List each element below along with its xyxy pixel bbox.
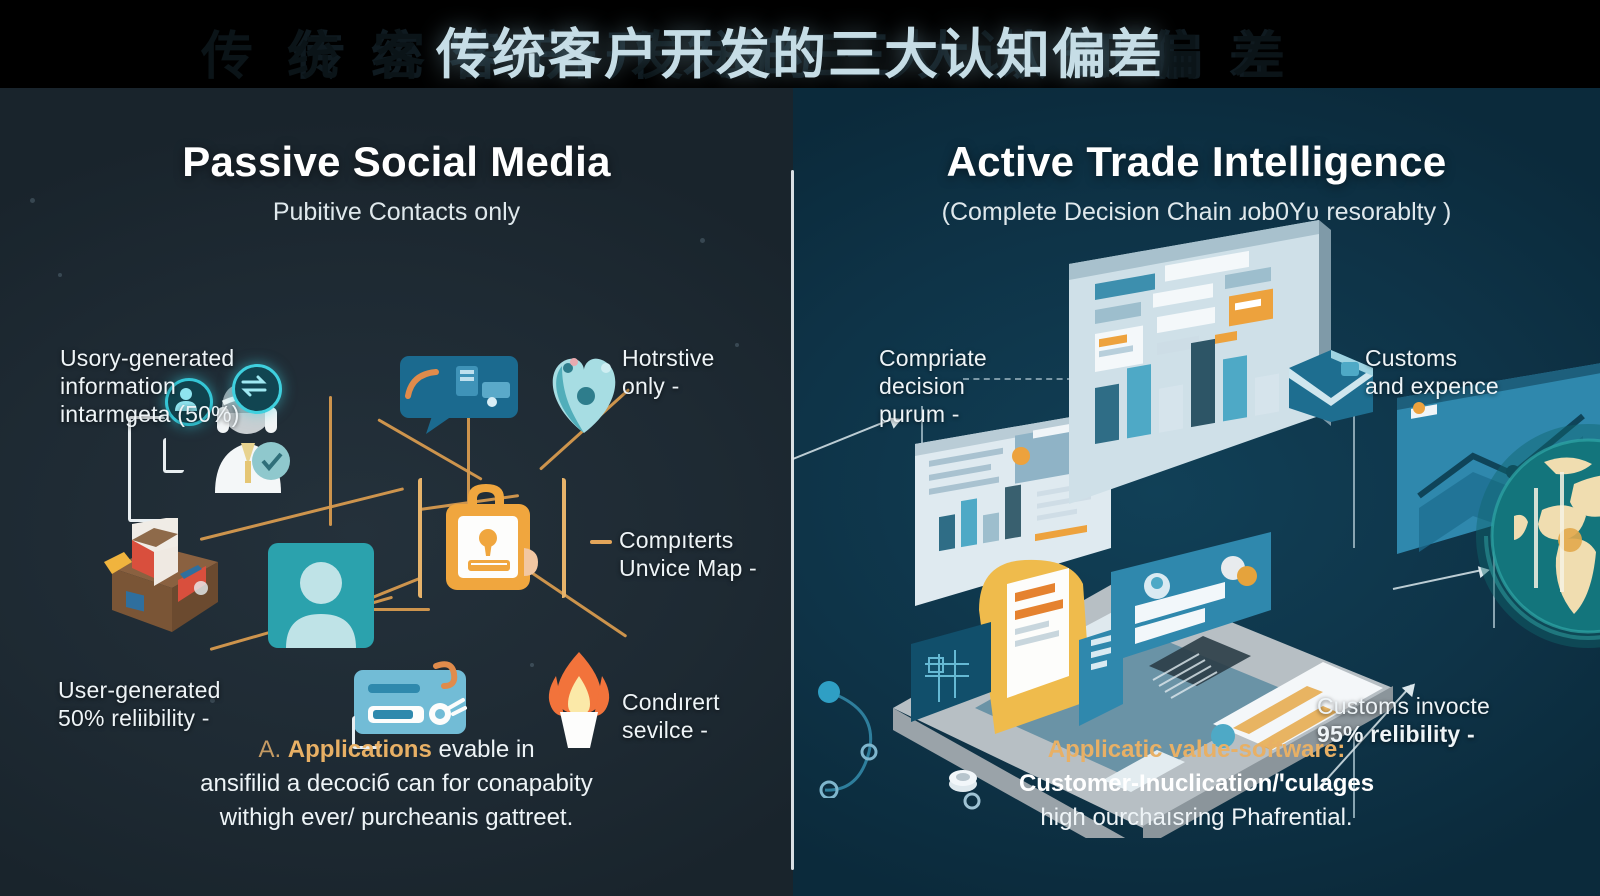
user-badge-icon bbox=[165, 378, 213, 426]
flow-arrow-line bbox=[793, 418, 891, 462]
caption-rest: evable in bbox=[438, 736, 535, 763]
label-line: decision bbox=[879, 373, 965, 400]
label-line: intarmgeta (50%) bbox=[60, 401, 240, 428]
label-line: Customs bbox=[1365, 345, 1458, 371]
exchange-badge-icon bbox=[232, 364, 282, 414]
left-panel-title: Passive Social Media bbox=[182, 138, 611, 185]
key-card-icon bbox=[348, 658, 478, 744]
caption-line-3: high ourchaısring Phafrential. bbox=[1040, 804, 1353, 832]
label-hotrstive-only: Hotrstive only - bbox=[622, 344, 782, 400]
label-line: only - bbox=[622, 373, 680, 400]
label-line: Unvice Map - bbox=[619, 555, 757, 582]
header-ghost-text-1: 传统客户开发的三大认知偏差 bbox=[292, 28, 1307, 86]
bg-speck bbox=[735, 343, 739, 347]
small-node-icon bbox=[959, 788, 985, 814]
flow-guide-line bbox=[1353, 388, 1355, 548]
caption-line-3: withigh ever/ purcheanis gattreet. bbox=[219, 804, 574, 832]
avatar-card-icon bbox=[268, 543, 374, 648]
card-bracket bbox=[352, 716, 381, 749]
heart-network-icon bbox=[540, 338, 628, 438]
label-line: information bbox=[60, 373, 176, 400]
caption-highlight: Applicatic value-software: bbox=[1047, 736, 1346, 763]
chat-panel-icon bbox=[1105, 528, 1325, 668]
label-line: User-generated bbox=[58, 677, 221, 703]
left-panel-subtitle: Pubitive Contacts only bbox=[272, 198, 521, 226]
header-ghost-text-2: 传统客户开发的三大认知偏差 bbox=[200, 28, 1319, 86]
caption-prefix: A. bbox=[258, 736, 282, 763]
puck-node-icon bbox=[943, 760, 983, 800]
label-compriate-decision-purum: Compriate decision purum - bbox=[879, 344, 1079, 428]
bg-speck bbox=[210, 698, 215, 703]
right-panel-title: Active Trade Intelligence bbox=[946, 138, 1447, 185]
label-condirert-sevilce: Condırert sevilce - bbox=[622, 688, 792, 744]
agent-bracket bbox=[128, 416, 165, 522]
caption-line-2: Customer-Inuclication/ꞌculages bbox=[1018, 770, 1375, 798]
label-line: and expence bbox=[1365, 373, 1499, 400]
right-panel-subtitle: (Complete Decision Chain ɹob0Yʋ resorabl… bbox=[941, 198, 1452, 226]
label-customs-invoice-reliability: Customs invocte 95% relibility - bbox=[1317, 692, 1567, 748]
label-line: sevilce - bbox=[622, 717, 709, 744]
flow-dashed-line bbox=[963, 378, 1073, 380]
mail-envelope-icon bbox=[1285, 346, 1377, 424]
left-panel: Passive Social Media Pubitive Contacts o… bbox=[0, 88, 793, 896]
caption-highlight: Applications bbox=[287, 736, 432, 763]
bg-speck bbox=[58, 273, 62, 277]
locked-briefcase-icon bbox=[432, 476, 544, 594]
bg-speck bbox=[530, 663, 534, 667]
label-dash-icon bbox=[590, 539, 612, 544]
label-line: purum - bbox=[879, 401, 960, 428]
bg-speck bbox=[30, 198, 35, 203]
label-line: Customs invocte bbox=[1317, 693, 1491, 719]
node-network-icon bbox=[813, 668, 933, 800]
right-panel-caption: Applicatic value-software: Customer-Inuc… bbox=[793, 733, 1600, 835]
chat-bubble-icon bbox=[398, 356, 520, 436]
right-panel: Active Trade Intelligence (Complete Deci… bbox=[793, 88, 1600, 896]
left-panel-caption: A. Applications evable in ansifilid a de… bbox=[0, 733, 793, 835]
label-user-generated-info: Usory-generated information intarmgeta (… bbox=[60, 344, 310, 428]
label-compiterts-unvice-map: Compıterts Unvice Map - bbox=[590, 526, 780, 582]
folder-document-icon bbox=[963, 550, 1153, 750]
page-title: 传统客户开发的三大认知偏差 bbox=[436, 25, 1164, 85]
label-line: Condırert bbox=[622, 689, 720, 715]
flow-guide-line bbox=[1353, 698, 1355, 818]
caption-line-2: ansifilid a decociб can for conapabity bbox=[200, 770, 593, 798]
label-line: Compriate bbox=[879, 345, 987, 371]
label-customs-and-expence: Customs and expence bbox=[1365, 344, 1585, 400]
header-bar: 传统客户开发的三大认知偏差 传统客户开发的三大认知偏差 传统客户开发的三大认知偏… bbox=[0, 0, 1600, 88]
cargo-crate-icon bbox=[98, 515, 238, 638]
briefcase-bracket bbox=[418, 478, 566, 598]
caption-line-1: A. Applications evable in bbox=[0, 733, 793, 767]
document-screen-icon bbox=[911, 406, 1161, 616]
label-line: Hotrstive bbox=[622, 345, 715, 371]
dashboard-screen-icon bbox=[1061, 216, 1391, 506]
bg-speck bbox=[700, 238, 705, 243]
blueprint-panel-icon bbox=[905, 618, 1015, 738]
label-line: Compıterts bbox=[590, 526, 780, 554]
agent-bracket-small bbox=[163, 438, 184, 473]
globe-icon bbox=[1470, 418, 1600, 668]
label-line: Usory-generated bbox=[60, 345, 235, 371]
label-user-generated-reliability: User-generated 50% reliibility - bbox=[58, 676, 308, 732]
label-line: 50% reliibility - bbox=[58, 705, 210, 732]
label-line: 95% relibility - bbox=[1317, 721, 1475, 748]
flame-candle-icon bbox=[538, 650, 620, 750]
panel-divider bbox=[791, 170, 794, 870]
